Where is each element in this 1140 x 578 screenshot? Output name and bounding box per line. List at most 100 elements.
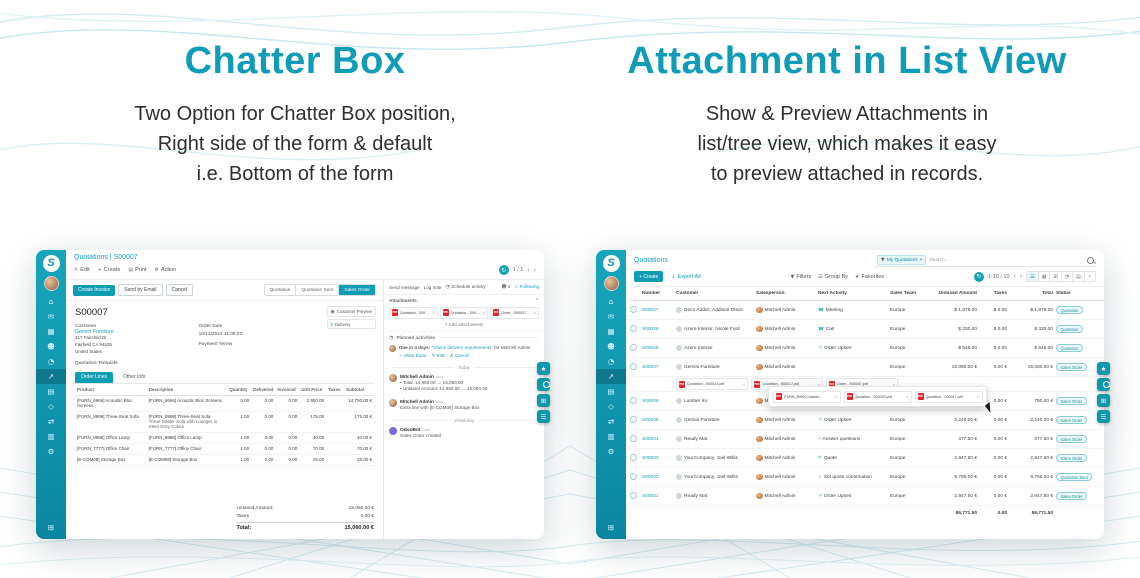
action-menu[interactable]: ⚙Action [154, 267, 177, 273]
create-button[interactable]: + Create [634, 271, 664, 282]
edit-button[interactable]: ✎Edit [74, 267, 90, 273]
table-row[interactable]: S00007 Gemini Furniture Mitchell Admin E… [626, 358, 1104, 377]
graph-view-button[interactable]: ◔ [1060, 272, 1072, 281]
attachment-chip[interactable]: PDF[FURN_8999] Custom...× [772, 390, 841, 403]
col-total[interactable]: Total [1041, 291, 1053, 296]
col-untaxed[interactable]: Untaxed Amount [938, 291, 977, 296]
sales-icon[interactable]: ↗ [596, 369, 626, 384]
status-sales-order[interactable]: Sales Order [338, 285, 375, 295]
remove-attachment-icon[interactable]: × [533, 310, 537, 315]
order-line-row[interactable]: [FURN_8888] Office Lamp[FURN_8888] Offic… [75, 432, 374, 444]
col-product[interactable]: Product [75, 384, 147, 396]
user-avatar[interactable] [43, 276, 59, 291]
remove-attachment-icon[interactable]: × [892, 381, 895, 387]
facet-remove-icon[interactable]: × [919, 257, 923, 263]
activity-cancel-button[interactable]: ✗ Cancel [449, 352, 470, 358]
col-customer[interactable]: Customer [676, 291, 699, 296]
order-date-value[interactable]: 10/12/2022 11:05:23 [198, 332, 243, 337]
remove-attachment-icon[interactable]: × [977, 394, 980, 399]
contacts-icon[interactable]: ☻ [47, 342, 55, 351]
customer-link[interactable]: Gemini Furniture [75, 329, 114, 335]
menu-button[interactable]: ☰ [1097, 410, 1110, 423]
refresh-button[interactable]: ↻ [498, 265, 509, 275]
attachment-toggle-icon[interactable] [630, 415, 637, 423]
calendar-icon[interactable]: ▦ [47, 327, 55, 336]
app-logo[interactable]: S [602, 255, 620, 272]
search-bar[interactable]: ▼My Quotations× Search... [874, 254, 1096, 267]
col-delivered[interactable]: Delivered [251, 384, 276, 396]
accounting-icon[interactable]: ▥ [47, 432, 55, 441]
col-unit-price[interactable]: Unit Price [299, 384, 327, 396]
export-all-button[interactable]: ↓Export All [671, 273, 701, 280]
col-taxes[interactable]: Taxes [326, 384, 345, 396]
order-line-row[interactable]: [FURN_7777] Office Chair[FURN_7777] Offi… [75, 443, 374, 455]
table-row[interactable]: S00001 Ready Mat Mitchell Admin ↗Order U… [626, 487, 1104, 506]
schedule-activity-button[interactable]: ◔ Schedule activity [445, 284, 486, 290]
activity-edit-button[interactable]: ✎ Edit [431, 352, 445, 358]
breadcrumb[interactable]: Quotations | S00007 [74, 254, 138, 261]
attachment-toggle-icon[interactable] [630, 305, 637, 313]
home-icon[interactable]: ⌂ [608, 297, 614, 306]
col-salesperson[interactable]: Salesperson [756, 291, 785, 296]
filters-button[interactable]: ▼Filters [790, 273, 812, 280]
tab-other-info[interactable]: Other Info [123, 374, 146, 381]
cancel-button[interactable]: Cancel [165, 284, 194, 296]
table-row[interactable]: S00027 Deco Addict, Addison Olson Mitche… [626, 301, 1104, 320]
bookmark-button[interactable]: ★ [537, 362, 550, 375]
col-sales-team[interactable]: Sales Team [890, 291, 917, 296]
table-row[interactable]: S00005 Gemini Furniture Mitchell Admin ↗… [626, 411, 1104, 430]
customer-preview-button[interactable]: ◉Customer Preview [326, 306, 376, 317]
accounting-icon[interactable]: ▥ [607, 432, 615, 441]
send-by-email-button[interactable]: Send by Email [118, 284, 163, 296]
user-avatar[interactable] [603, 276, 619, 291]
create-button[interactable]: +Create [97, 267, 121, 273]
status-quotation[interactable]: Quotation [264, 285, 296, 295]
group-by-button[interactable]: ☰Group By [818, 273, 849, 280]
table-row[interactable]: S00025 Azure Interior Mitchell Admin ↗Or… [626, 339, 1104, 358]
attachment-toggle-icon[interactable] [630, 434, 637, 442]
remove-attachment-icon[interactable]: × [906, 394, 909, 399]
status-quotation-sent[interactable]: Quotation Sent [295, 285, 339, 295]
purchase-icon[interactable]: ⇄ [47, 417, 55, 426]
following-button[interactable]: ✓ Following [514, 284, 539, 289]
inventory-icon[interactable]: ◇ [608, 402, 614, 411]
pager-next-icon[interactable]: › [1019, 273, 1023, 280]
list-view-button[interactable]: ☰ [1027, 272, 1038, 281]
home-icon[interactable]: ⌂ [48, 297, 54, 306]
followers-count[interactable]: ☻ 2 [501, 284, 511, 290]
sales-icon[interactable]: ↗ [36, 369, 66, 384]
discuss-icon[interactable]: ✉ [47, 312, 55, 321]
search-button[interactable] [1097, 378, 1110, 391]
attachment-toggle-icon[interactable] [630, 396, 637, 404]
apps-icon[interactable]: ⊞ [47, 523, 55, 532]
order-line-row[interactable]: [FURN_6666] Acoustic Bloc Screens[FURN_6… [75, 395, 374, 412]
mark-done-button[interactable]: ✓ Mark Done [399, 352, 427, 358]
contacts-icon[interactable]: ☻ [607, 342, 615, 351]
table-row[interactable]: S00026 Azure Interior, Nicole Ford Mitch… [626, 320, 1104, 339]
pager-prev-icon[interactable]: ‹ [527, 266, 530, 274]
col-taxes[interactable]: Taxes [993, 291, 1007, 296]
add-attachments-button[interactable]: + Add attachments [444, 321, 484, 327]
col-quantity[interactable]: Quantity [227, 384, 252, 396]
crm-icon[interactable]: ◔ [47, 357, 55, 366]
table-row[interactable]: S00002 YourCompany, Joel Willis Mitchell… [626, 468, 1104, 487]
attachment-toggle-icon[interactable] [630, 453, 637, 461]
settings-icon[interactable]: ⚙ [47, 447, 55, 456]
inventory-icon[interactable]: ◇ [48, 402, 54, 411]
search-button[interactable] [537, 378, 550, 391]
calendar-icon[interactable]: ▦ [607, 327, 615, 336]
kanban-view-button[interactable]: ▦ [1037, 272, 1050, 281]
breadcrumb[interactable]: Quotations [634, 257, 668, 264]
remove-attachment-icon[interactable]: × [742, 381, 745, 387]
attachment-toggle-icon[interactable] [630, 362, 637, 370]
col-description[interactable]: Description [146, 384, 228, 396]
dashboard-icon[interactable]: ▤ [47, 387, 55, 396]
remove-attachment-icon[interactable]: × [817, 381, 820, 387]
attachment-toggle-icon[interactable] [630, 343, 637, 351]
menu-button[interactable]: ☰ [537, 410, 550, 423]
